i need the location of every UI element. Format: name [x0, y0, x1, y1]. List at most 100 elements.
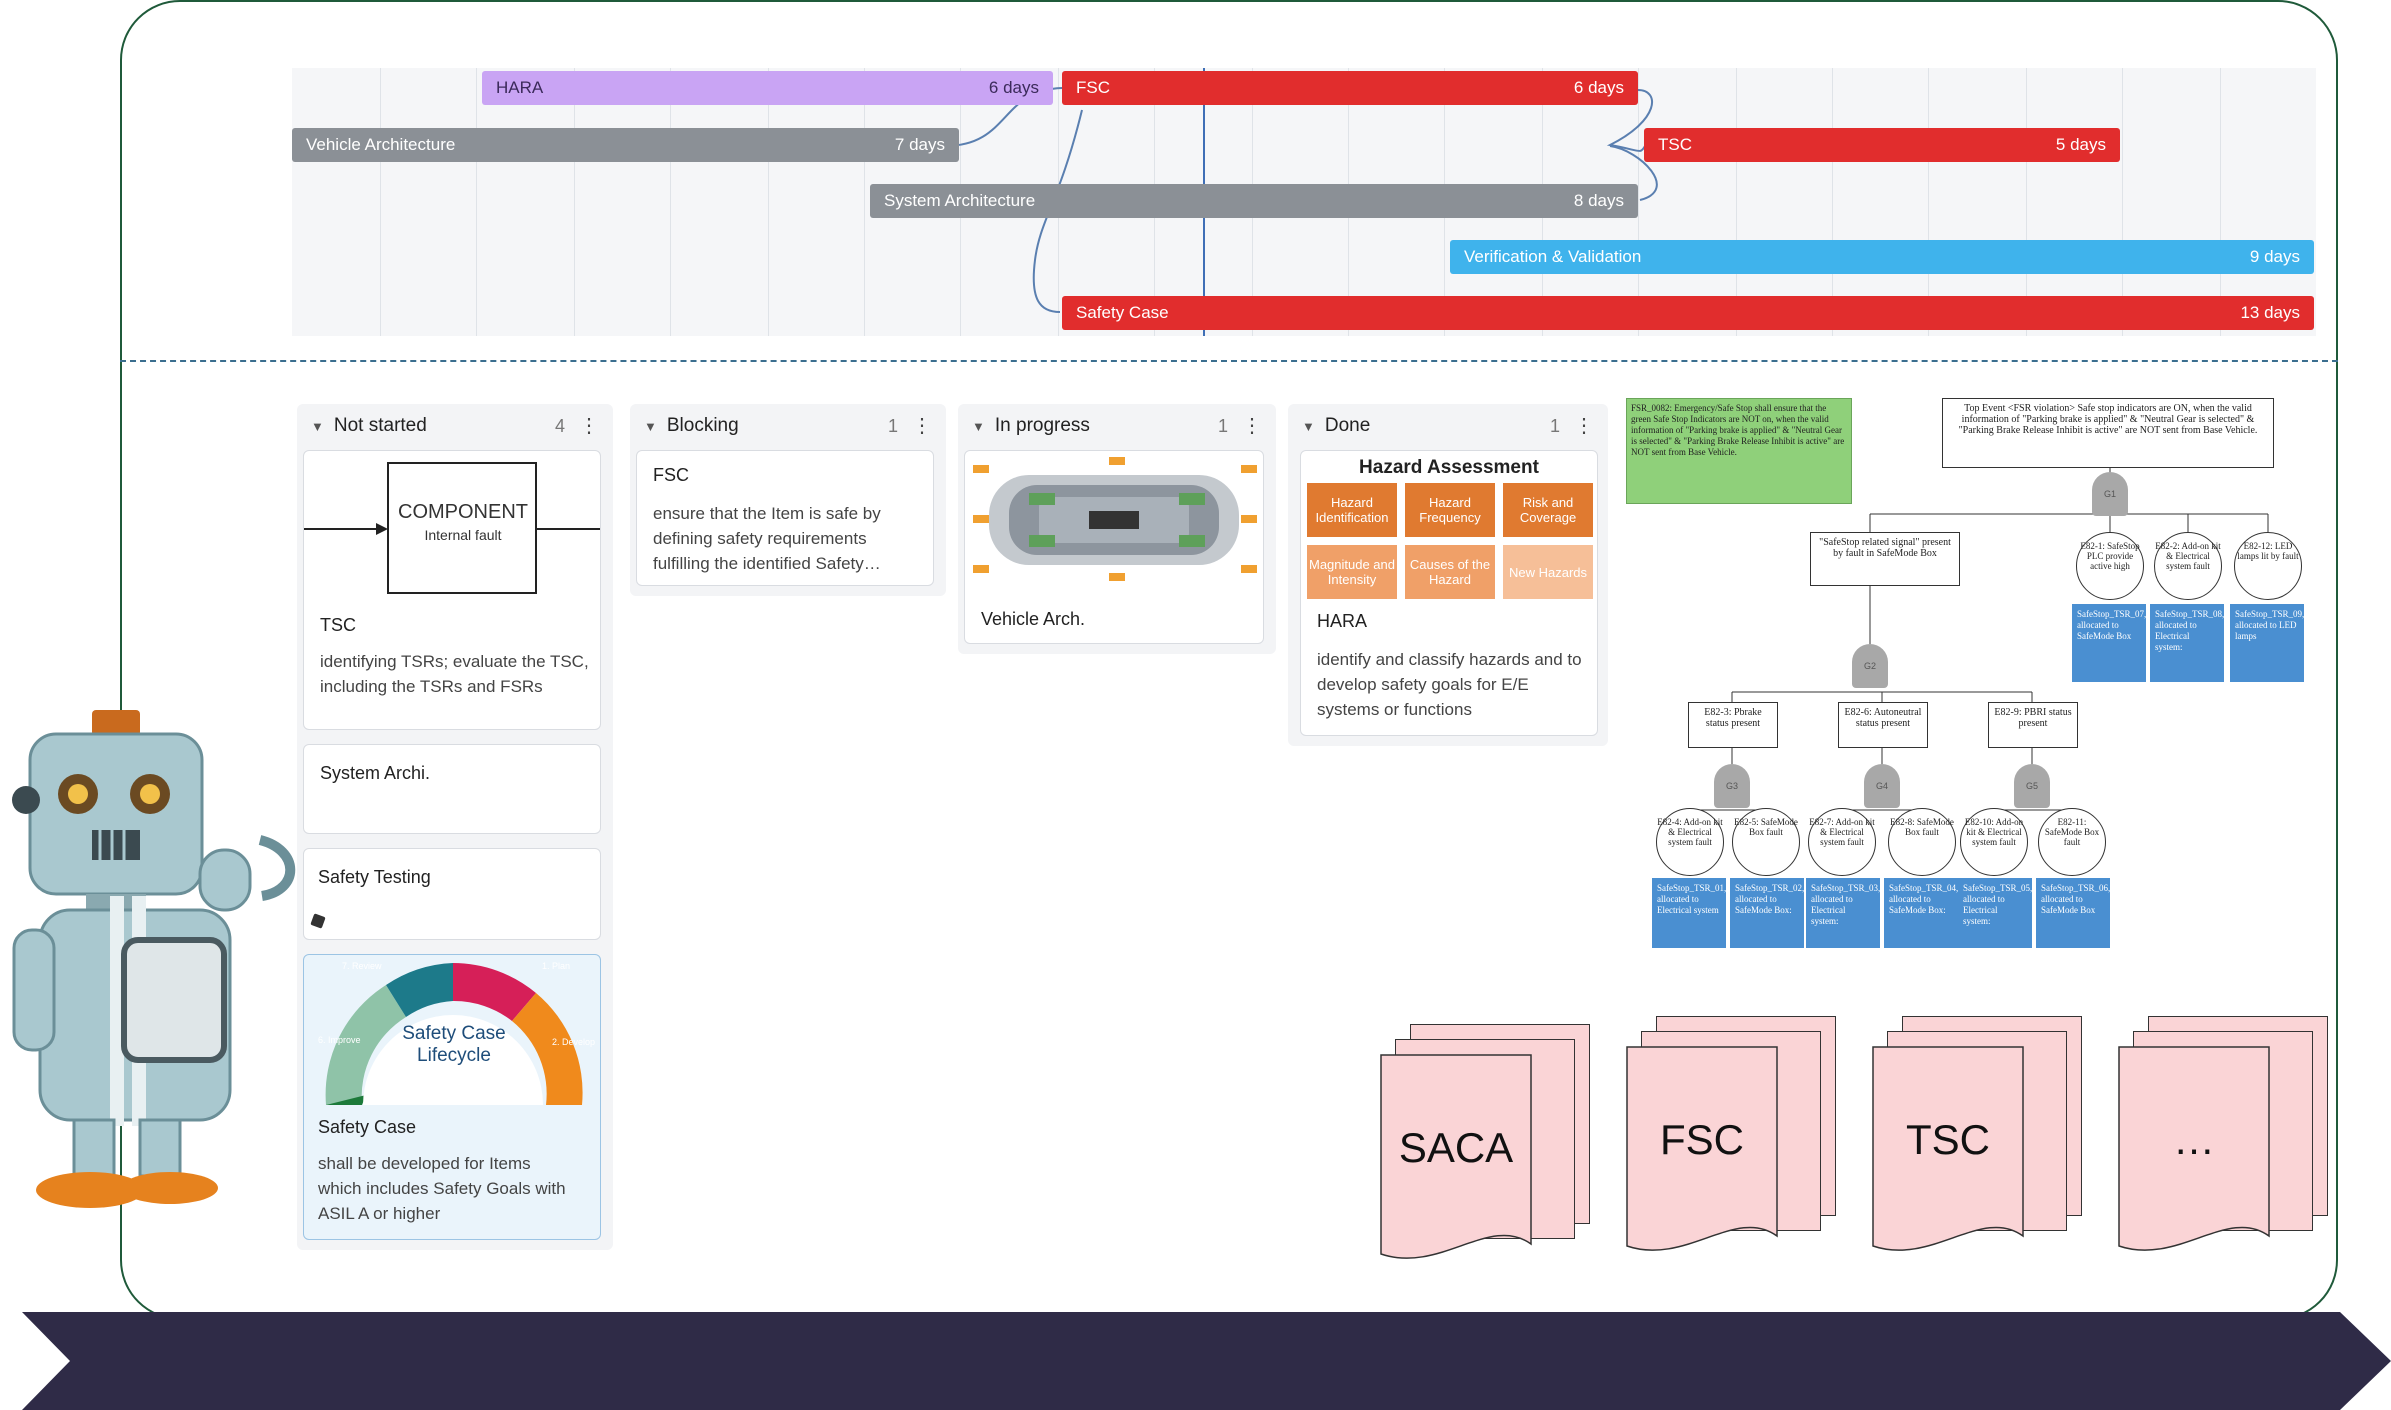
event-e82-7: E82-7: Add-on kit & Electrical system fa…	[1808, 808, 1876, 876]
gantt-bar-hara[interactable]: HARA 6 days	[482, 71, 1053, 105]
document-icon	[1626, 1046, 1778, 1251]
collapse-caret-icon[interactable]: ▼	[972, 418, 985, 434]
top-event-box: Top Event <FSR violation> Safe stop indi…	[1942, 398, 2274, 468]
gantt-bar-duration: 6 days	[988, 78, 1039, 97]
gantt-bar-verification-validation[interactable]: Verification & Validation 9 days	[1450, 240, 2314, 274]
fault-tree: FSR_0082: Emergency/Safe Stop shall ensu…	[1620, 392, 2320, 952]
card-description: identify and classify hazards and to dev…	[1317, 650, 1582, 719]
column-count: 1	[1217, 415, 1228, 436]
gantt-bar-fsc[interactable]: FSC 6 days	[1062, 71, 1638, 105]
card-description: shall be developed for Items which inclu…	[318, 1154, 566, 1223]
document-stack-saca[interactable]: SACA	[1380, 1024, 1590, 1259]
column-header[interactable]: ▼ Blocking 1 ⋮	[630, 404, 946, 448]
component-diagram	[304, 462, 600, 594]
column-title: Not started	[333, 415, 427, 436]
gantt-bar-label: System Architecture	[884, 191, 1036, 210]
lifecycle-diagram	[325, 963, 583, 1105]
hazard-tile: Causes of the Hazard	[1405, 545, 1495, 599]
gantt-bar-vehicle-architecture[interactable]: Vehicle Architecture 7 days	[292, 128, 959, 162]
hazard-tile: Hazard Identification	[1307, 483, 1397, 537]
collapse-caret-icon[interactable]: ▼	[311, 418, 324, 434]
gantt-bar-safety-case[interactable]: Safety Case 13 days	[1062, 296, 2314, 330]
hazard-tile: Risk and Coverage	[1503, 483, 1593, 537]
column-done: ▼ Done 1 ⋮ Hazard Assessment Hazard Iden…	[1288, 404, 1608, 746]
gantt-bar-tsc[interactable]: TSC 5 days	[1644, 128, 2120, 162]
event-e82-5: E82-5: SafeMode Box fault	[1732, 808, 1800, 876]
card-fsc[interactable]: FSC ensure that the Item is safe by defi…	[636, 450, 934, 586]
card-safety-testing[interactable]: Safety Testing	[303, 848, 601, 940]
gate-g2: G2	[1852, 644, 1888, 688]
event-e82-4: E82-4: Add-on kit & Electrical system fa…	[1656, 808, 1724, 876]
event-e82-9: E82-9: PBRI status present	[1988, 702, 2078, 748]
column-menu-icon[interactable]: ⋮	[579, 415, 599, 437]
column-count: 4	[554, 415, 565, 436]
document-stack-fsc[interactable]: FSC	[1626, 1016, 1836, 1251]
card-system-archi[interactable]: System Archi.	[303, 744, 601, 834]
document-stack-more[interactable]: …	[2118, 1016, 2328, 1251]
bottom-banner-arrow	[22, 1312, 2391, 1410]
card-description: identifying TSRs; evaluate the TSC, incl…	[320, 652, 589, 696]
vehicle-image	[973, 457, 1257, 581]
lifecycle-segment-review: 7. Review	[342, 961, 382, 971]
gantt-bar-system-architecture[interactable]: System Architecture 8 days	[870, 184, 1638, 218]
gantt-bar-label: FSC	[1076, 78, 1110, 97]
event-e82-6: E82-6: Autoneutral status present	[1838, 702, 1928, 748]
tsr-08-box: SafeStop_TSR_08, allocated to Electrical…	[2150, 604, 2224, 682]
fsr-note: FSR_0082: Emergency/Safe Stop shall ensu…	[1626, 398, 1852, 504]
event-e82-2: E82-2: Add-on kit & Electrical system fa…	[2154, 532, 2222, 600]
card-vehicle-arch[interactable]: Vehicle Arch.	[964, 450, 1264, 644]
tsr-09-box: SafeStop_TSR_09, allocated to LED lamps	[2230, 604, 2304, 682]
column-not-started: ▼ Not started 4 ⋮ COMPONENT Internal fau…	[297, 404, 613, 1250]
card-title: Vehicle Arch.	[981, 609, 1086, 629]
tsr-06-box: SafeStop_TSR_06, allocated to SafeMode B…	[2036, 878, 2110, 948]
gantt-bar-label: Vehicle Architecture	[306, 135, 456, 154]
card-hara[interactable]: Hazard Assessment Hazard Identification …	[1300, 450, 1598, 736]
lifecycle-segment-improve: 6. Improve	[318, 1035, 361, 1045]
lifecycle-center-label: Safety Case Lifecycle	[402, 1023, 506, 1066]
event-e82-8: E82-8: SafeMode Box fault	[1888, 808, 1956, 876]
component-label: COMPONENT	[398, 501, 528, 523]
column-header[interactable]: ▼ In progress 1 ⋮	[958, 404, 1276, 448]
tsr-04-box: SafeStop_TSR_04, allocated to SafeMode B…	[1884, 878, 1958, 948]
column-title: In progress	[994, 415, 1090, 436]
hazard-assessment-title: Hazard Assessment	[1359, 457, 1539, 478]
document-label: FSC	[1660, 1116, 1744, 1163]
hazard-tile: Magnitude and Intensity	[1307, 545, 1397, 599]
document-label: TSC	[1906, 1116, 1990, 1163]
gantt-bar-label: TSC	[1658, 135, 1692, 154]
event-e82-12: E82-12: LED lamps lit by fault	[2234, 532, 2302, 600]
card-title: System Archi.	[320, 763, 431, 783]
attachment-icon	[310, 913, 326, 929]
gantt-bar-duration: 8 days	[1573, 191, 1624, 210]
collapse-caret-icon[interactable]: ▼	[1302, 418, 1315, 434]
tsr-05-box: SafeStop_TSR_05, allocated to Electrical…	[1958, 878, 2032, 948]
card-tsc[interactable]: COMPONENT Internal fault TSC identifying…	[303, 450, 601, 730]
tsr-07-box: SafeStop_TSR_07, allocated to SafeMode B…	[2072, 604, 2146, 682]
tsr-01-box: SafeStop_TSR_01, allocated to Electrical…	[1652, 878, 1726, 948]
event-e82-1: E82-1: SafeStop PLC provide active high	[2076, 532, 2144, 600]
column-header[interactable]: ▼ Not started 4 ⋮	[297, 404, 613, 448]
column-menu-icon[interactable]: ⋮	[912, 415, 932, 437]
gantt-bar-duration: 5 days	[2055, 135, 2106, 154]
column-count: 1	[887, 415, 898, 436]
document-label: …	[2173, 1116, 2215, 1163]
document-icon	[2118, 1046, 2270, 1251]
column-menu-icon[interactable]: ⋮	[1574, 415, 1594, 437]
column-header[interactable]: ▼ Done 1 ⋮	[1288, 404, 1608, 448]
tsr-02-box: SafeStop_TSR_02, allocated to SafeMode B…	[1730, 878, 1804, 948]
gantt-bar-duration: 6 days	[1573, 78, 1624, 97]
event-e82-3: E82-3: Pbrake status present	[1688, 702, 1778, 748]
gate-g3: G3	[1714, 764, 1750, 808]
gantt-bar-duration: 7 days	[894, 135, 945, 154]
card-safety-case[interactable]: Safety Case Lifecycle 7. Review 1. Plan …	[303, 954, 601, 1240]
column-menu-icon[interactable]: ⋮	[1242, 415, 1262, 437]
lifecycle-segment-develop: 2. Develop	[552, 1037, 596, 1047]
gate-g4: G4	[1864, 764, 1900, 808]
column-title: Done	[1324, 415, 1371, 436]
event-e82-10: E82-10: Add-on kit & Electrical system f…	[1960, 808, 2028, 876]
document-stack-tsc[interactable]: TSC	[1872, 1016, 2082, 1251]
collapse-caret-icon[interactable]: ▼	[644, 418, 657, 434]
event-e82-11: E82-11: SafeMode Box fault	[2038, 808, 2106, 876]
hazard-tile: Hazard Frequency	[1405, 483, 1495, 537]
lifecycle-segment-plan: 1. Plan	[542, 961, 571, 971]
